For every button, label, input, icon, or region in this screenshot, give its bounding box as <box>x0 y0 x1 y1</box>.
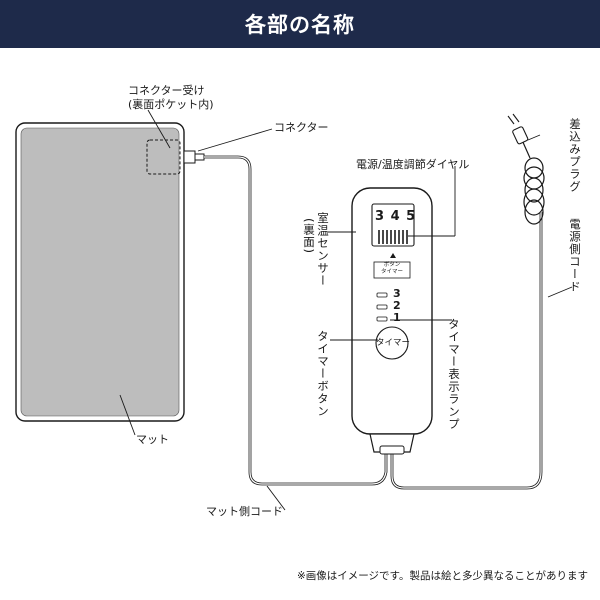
page-header: 各部の名称 <box>0 0 600 48</box>
connector-receiver-label-line2: (裏面ポケット内) <box>128 98 214 111</box>
mat-surface <box>20 127 180 417</box>
connector-receiver-label-line1: コネクター受け <box>128 84 205 97</box>
power-plug <box>507 113 529 145</box>
timer-button-circle <box>375 326 409 360</box>
lamp-2-number: 2 <box>393 299 401 312</box>
leader-lines <box>119 109 573 511</box>
page-title: 各部の名称 <box>245 13 355 37</box>
mat-cord-label: マット側コード <box>206 505 283 518</box>
room-sensor-sub-label: (裏面) <box>302 218 316 254</box>
mat-label: マット <box>136 433 169 446</box>
dial-label: 電源/温度調節ダイヤル <box>356 158 470 171</box>
connector-tip <box>194 153 205 161</box>
timer-lamp-label: タイマー表示ランプ <box>447 318 461 431</box>
connector-label: コネクター <box>274 121 329 134</box>
connector-receiver-label: コネクター受け (裏面ポケット内) <box>128 84 214 112</box>
timer-button-text: タイマー <box>376 338 411 348</box>
dial-digits: 3 4 5 <box>375 209 417 224</box>
triangle-indicator <box>390 253 396 258</box>
timer-panel-line2: タイマー <box>380 269 403 275</box>
lamp-1-number: 1 <box>393 311 401 324</box>
connector-body <box>183 150 196 164</box>
power-plug-label: 差込みプラグ <box>568 118 582 193</box>
lamp-1 <box>376 316 388 322</box>
timer-button-label: タイマーボタン <box>316 330 330 418</box>
footnote: ※画像はイメージです。製品は絵と多少異なることがあります <box>296 570 588 582</box>
lamp-2 <box>376 304 388 310</box>
room-sensor-label: 室温センサー <box>316 212 330 287</box>
cord-coil <box>521 139 545 225</box>
power-cord-label: 電源側コード <box>568 218 582 293</box>
lamp-3 <box>376 292 388 298</box>
connector-receiver <box>146 139 181 175</box>
timer-panel-text: ボタン タイマー <box>374 262 410 276</box>
lamp-3-number: 3 <box>393 287 401 300</box>
dial-ridges <box>378 230 408 244</box>
timer-panel-line1: ボタン <box>383 262 401 268</box>
timer-panel <box>373 261 411 279</box>
